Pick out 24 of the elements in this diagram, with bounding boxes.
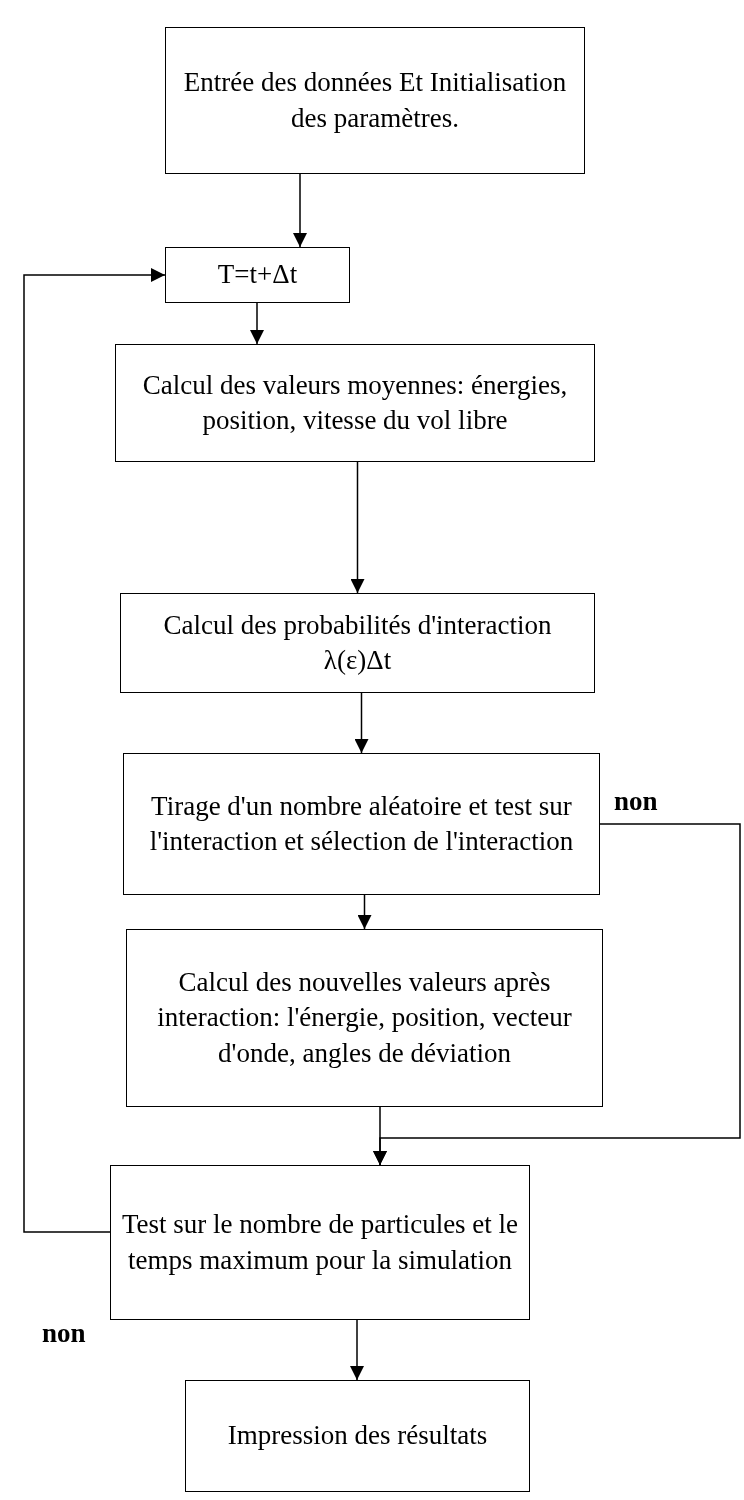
arrow: [357, 894, 372, 930]
arrow: [350, 1319, 364, 1381]
process-box: [123, 753, 600, 895]
box-text: Test sur le nombre de particules et le temps maximum pour la simulation: [121, 1208, 519, 1277]
box-text: Calcul des valeurs moyennes: énergies, position, vitesse du vol libre: [141, 368, 569, 437]
arrow: [23, 268, 166, 1233]
box-text: Calcul des probabilités d'interaction λ(ε)Δt: [162, 608, 553, 677]
box-text: Calcul des nouvelles valeurs après interaction: l'énergie, position, vecteur d'onde, angles de déviation: [156, 966, 573, 1070]
process-box: [115, 344, 595, 462]
arrow: [293, 173, 307, 248]
process-box: [165, 27, 585, 174]
arrow: [373, 1106, 387, 1166]
box-text: Tirage d'un nombre aléatoire et test sur l'interaction et sélection de l'interaction: [148, 789, 575, 858]
arrow: [354, 692, 369, 754]
process-box: [165, 247, 350, 303]
process-box: [126, 929, 603, 1107]
process-box: [110, 1165, 530, 1320]
arrow: [250, 302, 264, 345]
process-box: [120, 593, 595, 693]
process-box: [185, 1380, 530, 1492]
arrow: [350, 461, 365, 594]
box-text: T=t+Δt: [217, 258, 298, 292]
box-text: Entrée des données Et Initialisation des paramètres.: [182, 66, 568, 135]
box-text: Impression des résultats: [227, 1419, 488, 1453]
